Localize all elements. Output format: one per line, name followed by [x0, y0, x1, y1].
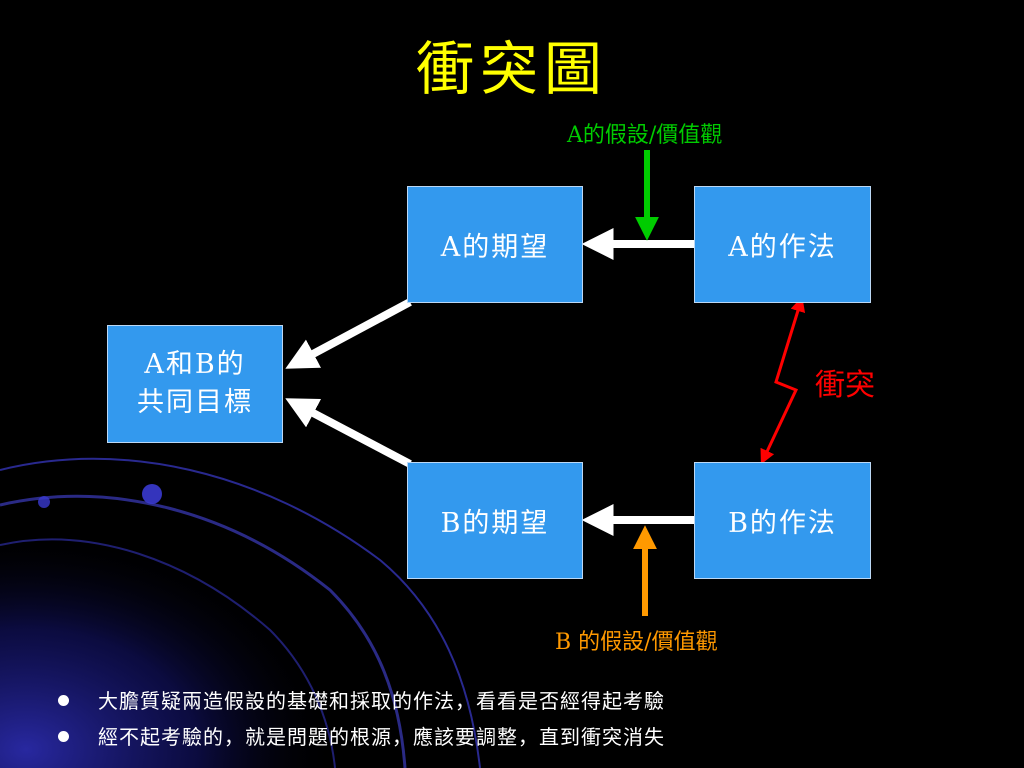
a-practice-box: A的作法	[694, 186, 871, 303]
common-goal-line2: 共同目標	[137, 387, 253, 418]
a-expectation-box: A的期望	[407, 186, 583, 303]
arrow-a-expectation-to-common-goal	[285, 298, 412, 369]
b-assumption-label: B 的假設/價值觀	[555, 630, 718, 655]
bullet-text: 大膽質疑兩造假設的基礎和採取的作法，看看是否經得起考驗	[98, 689, 665, 713]
a-assumption-label: A的假設/價值觀	[567, 123, 723, 148]
bullet-dot-icon	[58, 731, 69, 742]
arrow-b-expectation-to-common-goal	[285, 398, 412, 468]
b-practice-box: B的作法	[694, 462, 871, 579]
common-goal-line1: A和B的	[144, 349, 246, 380]
conflict-lightning	[760, 296, 806, 465]
conflict-label: 衝突	[815, 368, 875, 403]
bullet-dot-icon	[58, 695, 69, 706]
bullet-item: 大膽質疑兩造假設的基礎和採取的作法，看看是否經得起考驗	[58, 684, 665, 720]
b-expectation-box: B的期望	[407, 462, 583, 579]
bullet-item: 經不起考驗的，就是問題的根源，應該要調整，直到衝突消失	[58, 720, 665, 756]
bullet-list: 大膽質疑兩造假設的基礎和採取的作法，看看是否經得起考驗 經不起考驗的，就是問題的…	[58, 684, 665, 756]
page-title: 衝突圖	[415, 35, 608, 103]
common-goal-box: A和B的 共同目標	[107, 325, 283, 443]
bullet-text: 經不起考驗的，就是問題的根源，應該要調整，直到衝突消失	[98, 725, 665, 749]
